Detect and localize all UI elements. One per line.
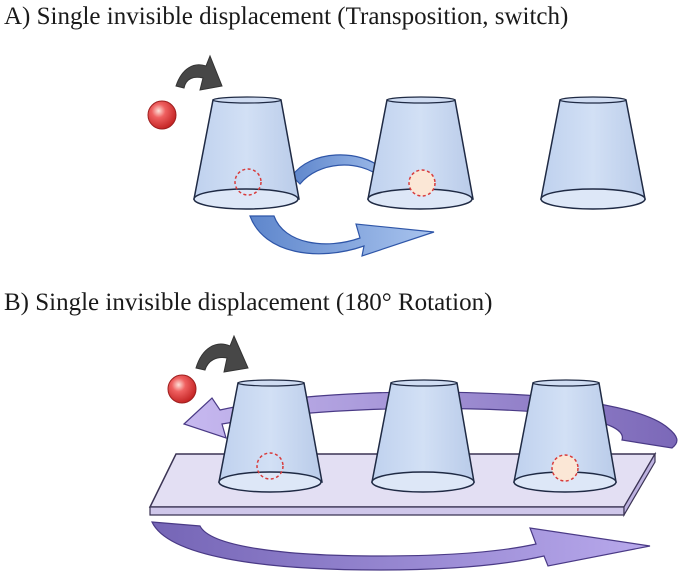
revealed-ball-marker xyxy=(408,169,436,197)
ball-icon xyxy=(167,374,197,404)
cup-3 xyxy=(540,96,646,210)
drop-arrow-icon xyxy=(175,54,223,91)
revealed-ball-marker xyxy=(551,454,579,482)
cup-1 xyxy=(218,379,323,493)
panel-b xyxy=(148,334,678,571)
cup-1 xyxy=(193,96,300,210)
drop-arrow-icon xyxy=(195,334,249,373)
panel-b-title: B) Single invisible displacement (180° R… xyxy=(4,289,493,316)
cup-2 xyxy=(371,379,475,493)
hidden-ball-marker xyxy=(256,452,284,480)
swap-arrow-icon xyxy=(249,215,435,257)
panel-a-title: A) Single invisible displacement (Transp… xyxy=(4,3,569,30)
cup-2 xyxy=(367,96,474,210)
ball-icon xyxy=(147,100,177,130)
hidden-ball-marker xyxy=(234,168,262,196)
rotation-arrow-icon xyxy=(151,521,651,571)
cup-3 xyxy=(513,379,617,493)
panel-a xyxy=(147,54,646,257)
